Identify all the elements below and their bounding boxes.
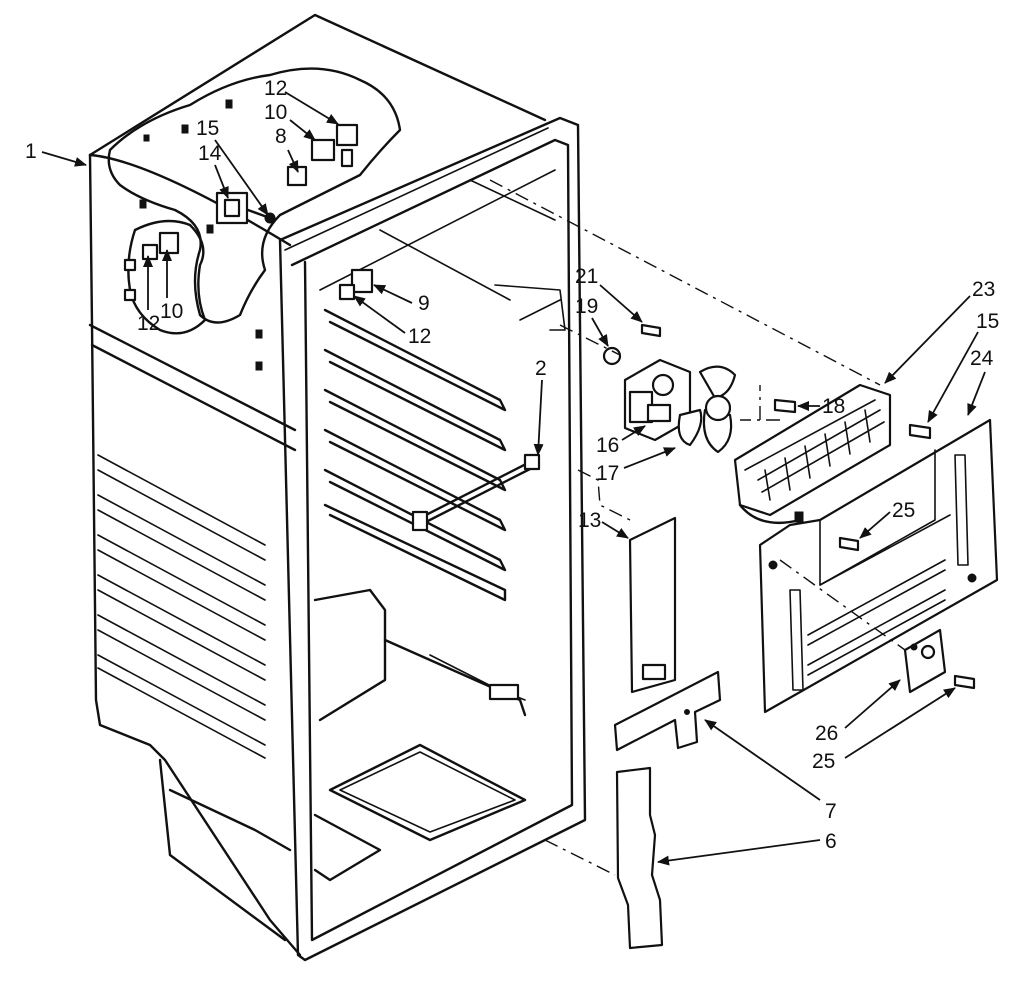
callout-24: 24 — [967, 347, 994, 416]
svg-text:24: 24 — [970, 347, 994, 370]
svg-text:19: 19 — [575, 295, 598, 318]
svg-text:12: 12 — [137, 312, 160, 335]
svg-text:12: 12 — [408, 325, 431, 348]
part-2-control — [411, 453, 541, 532]
callout-12-inner: 12 — [353, 295, 431, 348]
callout-12-top: 12 — [264, 77, 339, 125]
svg-text:8: 8 — [275, 125, 287, 148]
svg-text:9: 9 — [418, 292, 430, 315]
svg-text:26: 26 — [815, 722, 838, 745]
part-6-strip — [615, 766, 664, 950]
cutaway-components — [123, 123, 359, 302]
svg-text:23: 23 — [972, 278, 995, 301]
callout-6: 6 — [657, 830, 837, 866]
callout-10-left: 10 — [160, 249, 183, 323]
part-24-cover — [758, 418, 999, 714]
part-26-plate — [903, 628, 947, 694]
svg-text:10: 10 — [264, 101, 287, 124]
part-25-screw-upper — [838, 536, 860, 552]
cabinet-shell — [88, 13, 547, 957]
callout-26: 26 — [815, 679, 901, 745]
svg-text:1: 1 — [25, 140, 37, 163]
part-7-bracket — [613, 670, 722, 752]
callout-15-left: 15 — [196, 117, 269, 216]
callout-21: 21 — [575, 265, 643, 323]
part-15-screw — [908, 423, 932, 440]
svg-text:16: 16 — [596, 434, 619, 457]
svg-text:6: 6 — [825, 830, 837, 853]
shroud-grid — [757, 409, 885, 501]
callout-8: 8 — [275, 125, 299, 173]
callout-16: 16 — [596, 425, 646, 457]
svg-text:21: 21 — [575, 265, 598, 288]
callout-17: 17 — [596, 447, 676, 485]
svg-text:7: 7 — [825, 800, 837, 823]
svg-text:2: 2 — [535, 357, 547, 380]
alignment-lines — [489, 179, 906, 876]
liner-frame — [278, 116, 587, 962]
part-9-12-clip — [338, 268, 374, 301]
svg-text:25: 25 — [892, 499, 915, 522]
callout-7: 7 — [704, 719, 837, 823]
svg-text:10: 10 — [160, 300, 183, 323]
callout-23: 23 — [884, 278, 995, 384]
callout-15-right: 15 — [927, 310, 999, 423]
fan-motor-assembly — [602, 323, 797, 454]
crisper-area — [313, 588, 527, 882]
part-13-duct — [628, 516, 677, 694]
callout-12-left: 12 — [137, 255, 160, 335]
callout-13: 13 — [578, 509, 629, 539]
callout-1: 1 — [25, 140, 87, 167]
callout-14: 14 — [198, 142, 229, 199]
part-23-shroud — [733, 383, 892, 524]
callout-9: 9 — [373, 284, 430, 315]
svg-text:12: 12 — [264, 77, 287, 100]
callout-18: 18 — [797, 395, 845, 418]
svg-text:25: 25 — [812, 750, 835, 773]
svg-text:15: 15 — [196, 117, 219, 140]
callout-2: 2 — [533, 357, 547, 456]
svg-text:15: 15 — [976, 310, 999, 333]
callout-19: 19 — [575, 295, 609, 347]
callout-25-upper: 25 — [859, 499, 915, 539]
svg-text:17: 17 — [596, 462, 619, 485]
callout-25-lower: 25 — [812, 687, 956, 773]
part-25-screw-lower — [953, 674, 976, 690]
svg-text:18: 18 — [822, 395, 845, 418]
side-louvers — [97, 454, 266, 759]
svg-text:13: 13 — [578, 509, 601, 532]
callout-10-top: 10 — [264, 101, 316, 141]
svg-text:14: 14 — [198, 142, 222, 165]
